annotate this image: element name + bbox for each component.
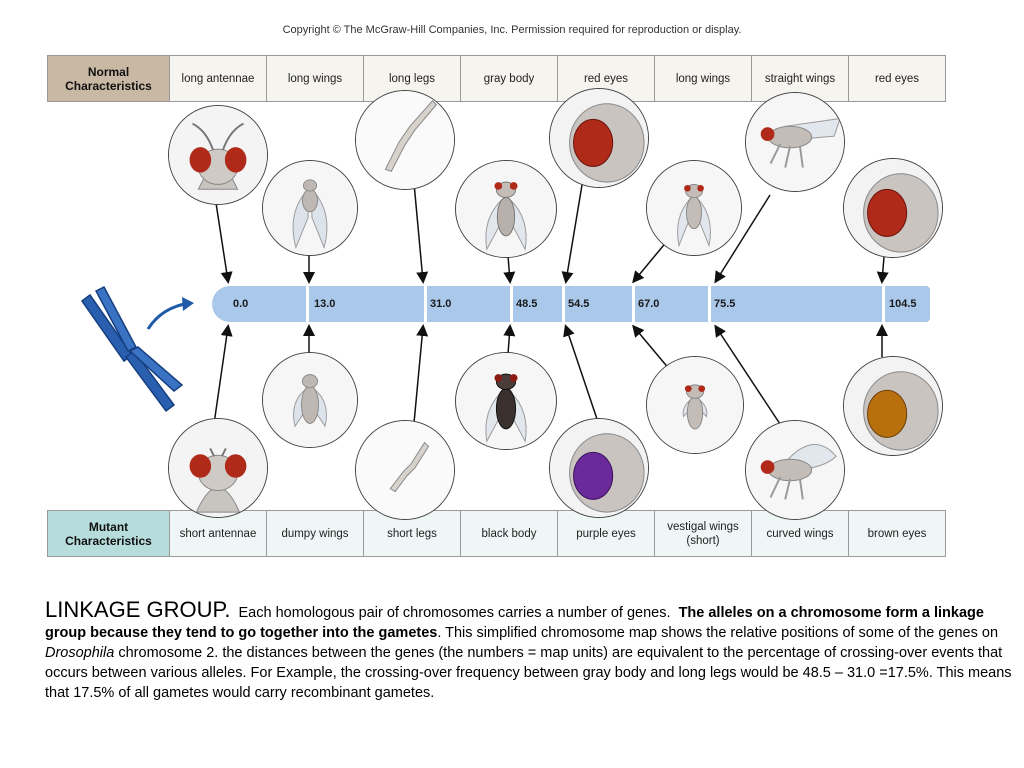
map-position-7: 104.5 [889, 298, 917, 310]
arrow-long-legs [413, 182, 429, 284]
map-divider [306, 286, 309, 322]
fly-long-wings-illustration-2 [646, 160, 742, 256]
fly-curved-wings-illustration [745, 420, 845, 520]
arrow-gray-body [503, 255, 516, 284]
normal-trait-red-eyes-2: red eyes [848, 55, 946, 102]
arrow-red-eyes-2 [876, 256, 889, 284]
fly-head-purple-eye-illustration [549, 418, 649, 518]
mutant-trait-short-antennae: short antennae [169, 510, 267, 557]
normal-header-line1: Normal [87, 64, 130, 79]
fly-long-wings-illustration [262, 160, 358, 256]
fly-short-leg-illustration [355, 420, 455, 520]
mutant-trait-dumpy-wings: dumpy wings [266, 510, 364, 557]
caption-sentence-2a: . This simplified chromosome map shows t… [437, 625, 999, 641]
chromosome-map-bar [212, 286, 930, 322]
normal-trait-long-wings-2: long wings [654, 55, 752, 102]
caption-paragraph: LINKAGE GROUP. Each homologous pair of c… [45, 597, 1015, 703]
arrow-short-legs [413, 324, 429, 424]
fly-head-brown-eye-illustration [843, 356, 943, 456]
mutant-trait-brown-eyes: brown eyes [848, 510, 946, 557]
caption-italic-drosophila: Drosophila [45, 645, 115, 661]
arrow-vestigal-wings [632, 324, 671, 371]
fly-head-red-eye-illustration [549, 88, 649, 188]
mutant-header-line1: Mutant [88, 519, 129, 534]
vestigal-wings-label: vestigal wings [667, 520, 739, 533]
map-position-2: 31.0 [430, 298, 452, 310]
map-divider [510, 286, 513, 322]
copyright-notice: Copyright © The McGraw-Hill Companies, I… [282, 24, 742, 36]
caption-title: LINKAGE GROUP. [45, 597, 231, 622]
fly-black-body-illustration [455, 352, 557, 450]
arrow-black-body [503, 324, 516, 355]
fly-head-short-antennae-illustration [168, 418, 268, 518]
mutant-trait-vestigal-wings: vestigal wings(short) [654, 510, 752, 557]
vestigal-wings-sub: (short) [686, 534, 720, 547]
arrow-purple-eyes [563, 324, 599, 423]
normal-trait-gray-body: gray body [460, 55, 558, 102]
fly-straight-wings-illustration [745, 92, 845, 192]
arrow-red-eyes [561, 184, 583, 284]
chromosome-illustration [80, 286, 194, 413]
arrow-long-wings-2 [632, 239, 669, 284]
map-position-1: 13.0 [314, 298, 336, 310]
map-divider [708, 286, 711, 322]
normal-trait-long-antennae: long antennae [169, 55, 267, 102]
caption-sentence-2b: chromosome 2. the distances between the … [45, 645, 1012, 701]
arrow-short-antennae [213, 324, 233, 425]
caption-sentence-1: Each homologous pair of chromosomes carr… [238, 605, 671, 621]
normal-trait-long-wings: long wings [266, 55, 364, 102]
map-divider [882, 286, 885, 322]
map-position-4: 54.5 [568, 298, 590, 310]
fly-vestigal-wings-illustration [646, 356, 744, 454]
fly-gray-body-illustration [455, 160, 557, 258]
map-position-0: 0.0 [233, 298, 249, 310]
map-position-3: 48.5 [516, 298, 538, 310]
caption-bold-text: The alleles on a chromosome form a linka… [45, 605, 984, 641]
map-position-6: 75.5 [714, 298, 736, 310]
fly-head-red-eye-illustration-2 [843, 158, 943, 258]
fly-head-long-antennae-illustration [168, 105, 268, 205]
normal-trait-straight-wings: straight wings [751, 55, 849, 102]
mutant-header-line2: Characteristics [65, 533, 152, 548]
fly-long-leg-illustration [355, 90, 455, 190]
map-position-5: 67.0 [638, 298, 660, 310]
fly-dumpy-wings-illustration [262, 352, 358, 448]
mutant-trait-black-body: black body [460, 510, 558, 557]
normal-header-line2: Characteristics [65, 78, 152, 93]
map-divider [424, 286, 427, 322]
map-divider [632, 286, 635, 322]
map-divider [562, 286, 565, 322]
